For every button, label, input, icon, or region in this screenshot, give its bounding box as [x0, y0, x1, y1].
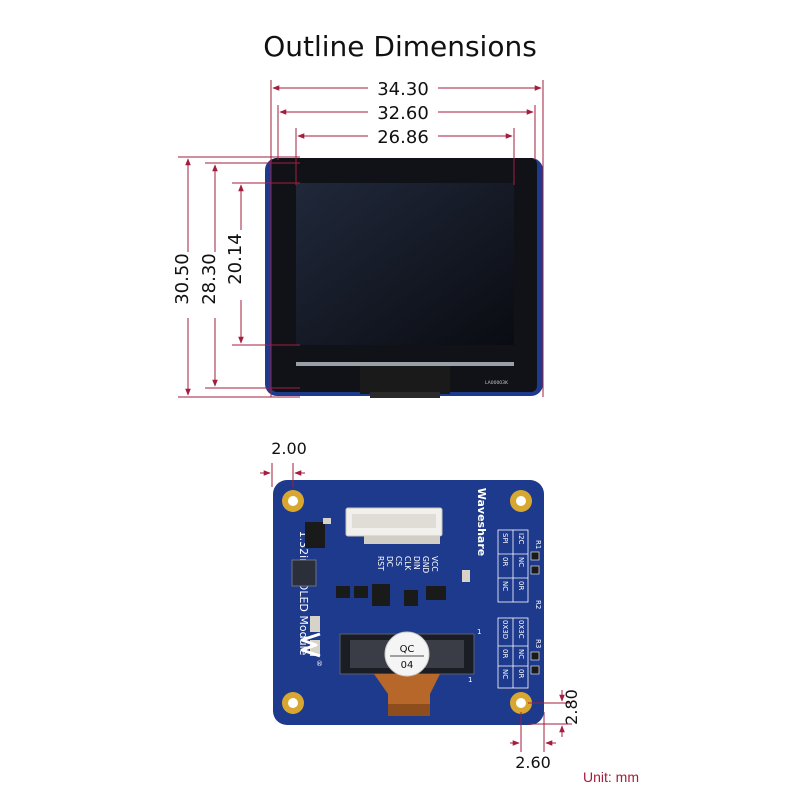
front-view: LA00003K	[265, 158, 543, 398]
dim-module-width: 34.30	[377, 79, 429, 100]
front-fpc-bond	[360, 366, 450, 394]
table-cell: 0R	[501, 557, 509, 566]
resistor-label: R3	[534, 639, 542, 648]
pin-label: DC	[385, 556, 394, 567]
panel-silver-strip	[296, 362, 514, 366]
pin-label: VCC	[430, 556, 439, 572]
waveshare-logo: ®	[300, 632, 323, 668]
qc-number: 04	[401, 660, 414, 671]
pin-label: CS	[394, 556, 403, 566]
table-cell: 0R	[517, 581, 525, 590]
pin-header-connector	[345, 507, 443, 544]
pin-label: RST	[376, 556, 385, 571]
components	[291, 518, 470, 656]
pin-label: DIN	[412, 556, 421, 570]
dim-hole-y: 2.80	[562, 689, 581, 725]
resistor-label: R1	[534, 540, 542, 549]
table-cell: NC	[501, 669, 509, 679]
pin-one-mark: 1	[468, 676, 472, 684]
qc-label: QC	[400, 644, 415, 655]
dim-active-width: 26.86	[377, 127, 429, 148]
table-cell: 0R	[517, 669, 525, 678]
dim-module-height: 30.50	[172, 253, 193, 305]
table-cell: 0X3D	[501, 620, 509, 639]
dim-hole-edge: 2.00	[271, 439, 307, 458]
registered-mark: ®	[316, 660, 323, 668]
active-area	[296, 183, 514, 345]
dimension-lines	[178, 80, 572, 752]
mounting-holes	[282, 490, 532, 714]
pin-label: CLK	[403, 556, 412, 571]
table-cell: 0R	[501, 649, 509, 658]
page-title: Outline Dimensions	[263, 30, 537, 63]
dim-hole-x: 2.60	[515, 753, 551, 772]
pin-labels: VCC GND DIN CLK CS DC RST	[376, 556, 439, 573]
table-cell: I2C	[517, 533, 525, 545]
panel-code: LA00003K	[485, 380, 509, 386]
interface-table: I2C NC 0R SPI 0R NC	[497, 529, 529, 603]
resistor-label: R2	[534, 600, 542, 609]
address-table: 0X3C NC 0R 0X3D 0R NC	[497, 617, 529, 689]
table-cell: 0X3C	[517, 620, 525, 639]
qc-sticker: QC 04	[384, 631, 430, 677]
unit-label: Unit: mm	[583, 769, 639, 785]
resistor-labels: R1 R2 R3	[530, 540, 542, 675]
brand-name: Waveshare	[475, 488, 488, 556]
pin-one-mark: 1	[477, 628, 481, 636]
dim-pcb-height: 28.30	[199, 253, 220, 305]
table-cell: NC	[517, 649, 525, 659]
back-view: 1.32inch OLED Module Waveshare VCC GND D…	[273, 480, 544, 725]
table-cell: NC	[517, 557, 525, 567]
dim-active-height: 20.14	[225, 233, 246, 285]
dimension-labels: 34.30 32.60 26.86 30.50 28.30 20.14 2.00…	[172, 79, 581, 772]
dim-pcb-width: 32.60	[377, 103, 429, 124]
pin-label: GND	[421, 556, 430, 573]
table-cell: NC	[501, 581, 509, 591]
table-cell: SPI	[501, 533, 509, 544]
